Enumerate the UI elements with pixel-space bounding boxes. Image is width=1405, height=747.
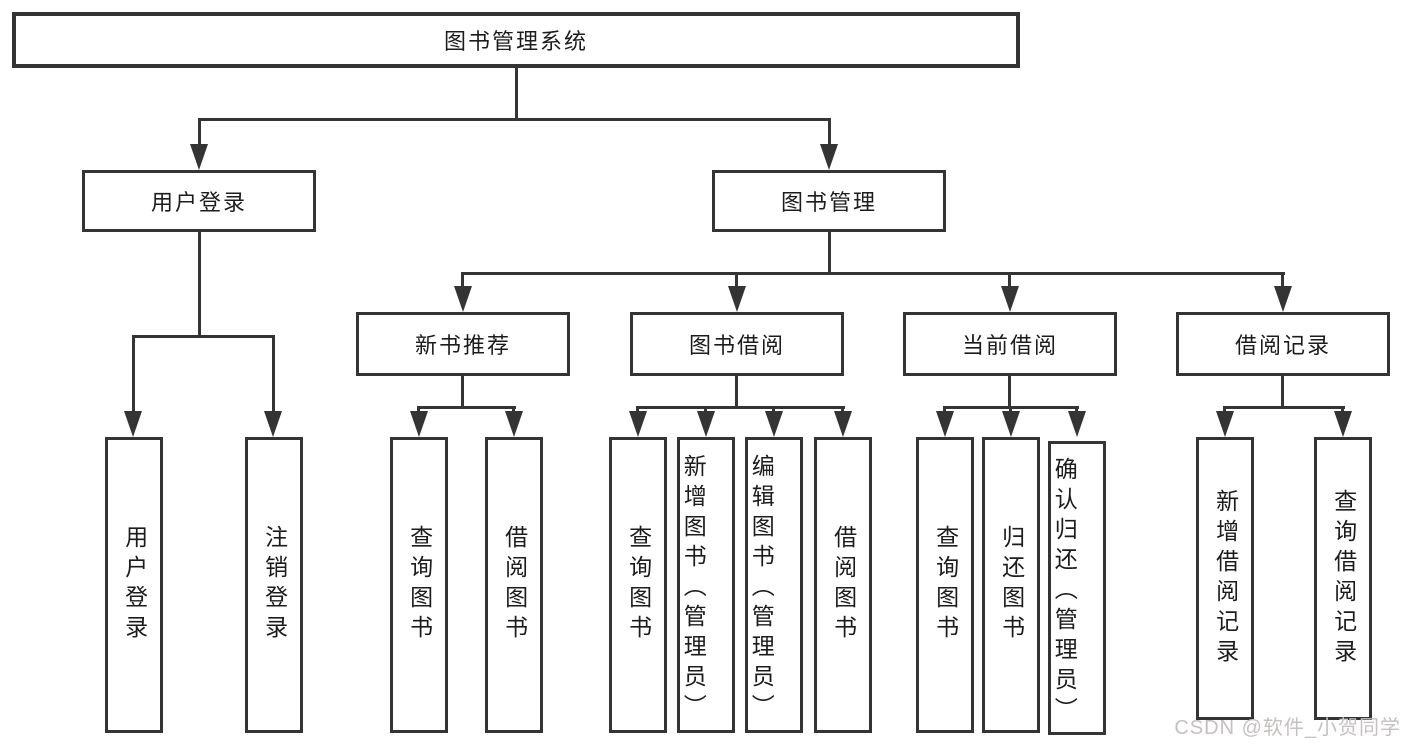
node-borrowing-records: 借阅记录 <box>1176 312 1390 376</box>
arrow-down-icon <box>765 411 783 437</box>
leaf-query-books-recommend: 查询图书 <box>390 437 448 733</box>
connector-vline <box>1281 272 1284 292</box>
arrow-down-icon <box>629 411 647 437</box>
node-library-management-system: 图书管理系统 <box>12 12 1020 68</box>
connector-vline <box>132 335 135 413</box>
leaf-label: 新增图书（管理员） <box>680 454 707 724</box>
node-user-login: 用户登录 <box>82 170 316 232</box>
leaf-label: 确认归还（管理员） <box>1051 457 1078 727</box>
connector-hline <box>636 406 845 409</box>
leaf-label: 用户登录 <box>121 525 148 645</box>
connector-hline <box>198 118 831 121</box>
connector-vline <box>272 335 275 413</box>
connector-vline <box>1008 376 1011 409</box>
arrow-down-icon <box>454 286 472 312</box>
connector-vline <box>1281 376 1284 409</box>
leaf-add-borrow-record: 新增借阅记录 <box>1196 437 1254 720</box>
arrow-down-icon <box>820 144 838 170</box>
leaf-borrow-books-recommend: 借阅图书 <box>485 437 543 733</box>
leaf-label: 查询图书 <box>406 525 433 645</box>
leaf-query-books-borrowing: 查询图书 <box>609 437 667 733</box>
connector-vline <box>515 68 518 121</box>
arrow-down-icon <box>1068 411 1086 437</box>
arrow-down-icon <box>1334 411 1352 437</box>
connector-hline <box>417 406 516 409</box>
leaf-query-borrow-record: 查询借阅记录 <box>1314 437 1372 720</box>
leaf-user-login: 用户登录 <box>105 437 163 733</box>
connector-hline <box>132 335 274 338</box>
node-label: 用户登录 <box>150 190 247 215</box>
arrow-down-icon <box>1216 411 1234 437</box>
arrow-down-icon <box>834 411 852 437</box>
node-label: 图书管理系统 <box>443 29 588 54</box>
leaf-add-books-admin: 新增图书（管理员） <box>677 437 735 733</box>
leaf-confirm-return-admin: 确认归还（管理员） <box>1048 441 1106 735</box>
node-label: 图书管理 <box>780 190 877 215</box>
connector-vline <box>461 376 464 409</box>
connector-vline <box>461 272 464 292</box>
leaf-label: 编辑图书（管理员） <box>748 454 775 724</box>
arrow-down-icon <box>1274 286 1292 312</box>
arrow-down-icon <box>410 411 428 437</box>
connector-vline <box>828 232 831 275</box>
leaf-label: 借阅图书 <box>830 525 857 645</box>
leaf-logout: 注销登录 <box>245 437 303 733</box>
leaf-label: 归还图书 <box>998 525 1025 645</box>
leaf-label: 查询图书 <box>932 525 959 645</box>
node-label: 图书借阅 <box>688 333 785 358</box>
leaf-query-books-current: 查询图书 <box>916 437 974 733</box>
node-book-management: 图书管理 <box>712 170 946 232</box>
leaf-label: 注销登录 <box>261 525 288 645</box>
connector-vline <box>198 232 201 338</box>
node-current-borrowing: 当前借阅 <box>903 312 1117 376</box>
csdn-watermark: CSDN @软件_小贺同学 <box>1174 717 1401 739</box>
connector-vline <box>198 118 201 146</box>
leaf-borrow-books: 借阅图书 <box>814 437 872 733</box>
node-label: 借阅记录 <box>1234 333 1331 358</box>
leaf-label: 查询图书 <box>625 525 652 645</box>
connector-vline <box>735 376 738 409</box>
connector-vline <box>735 272 738 292</box>
leaf-edit-books-admin: 编辑图书（管理员） <box>745 437 803 733</box>
node-new-book-recommend: 新书推荐 <box>356 312 570 376</box>
node-label: 当前借阅 <box>961 333 1058 358</box>
arrow-down-icon <box>728 286 746 312</box>
connector-vline <box>828 118 831 146</box>
arrow-down-icon <box>1002 411 1020 437</box>
connector-hline <box>462 272 1285 275</box>
node-book-borrowing: 图书借阅 <box>630 312 844 376</box>
leaf-label: 借阅图书 <box>501 525 528 645</box>
arrow-down-icon <box>124 411 142 437</box>
node-label: 新书推荐 <box>414 333 511 358</box>
arrow-down-icon <box>190 144 208 170</box>
arrow-down-icon <box>1001 286 1019 312</box>
leaf-label: 查询借阅记录 <box>1330 488 1357 669</box>
leaf-label: 新增借阅记录 <box>1212 488 1239 669</box>
leaf-return-books: 归还图书 <box>982 437 1040 733</box>
arrow-down-icon <box>505 411 523 437</box>
arrow-down-icon <box>697 411 715 437</box>
connector-vline <box>1008 272 1011 292</box>
arrow-down-icon <box>936 411 954 437</box>
connector-hline <box>1223 406 1345 409</box>
arrow-down-icon <box>264 411 282 437</box>
